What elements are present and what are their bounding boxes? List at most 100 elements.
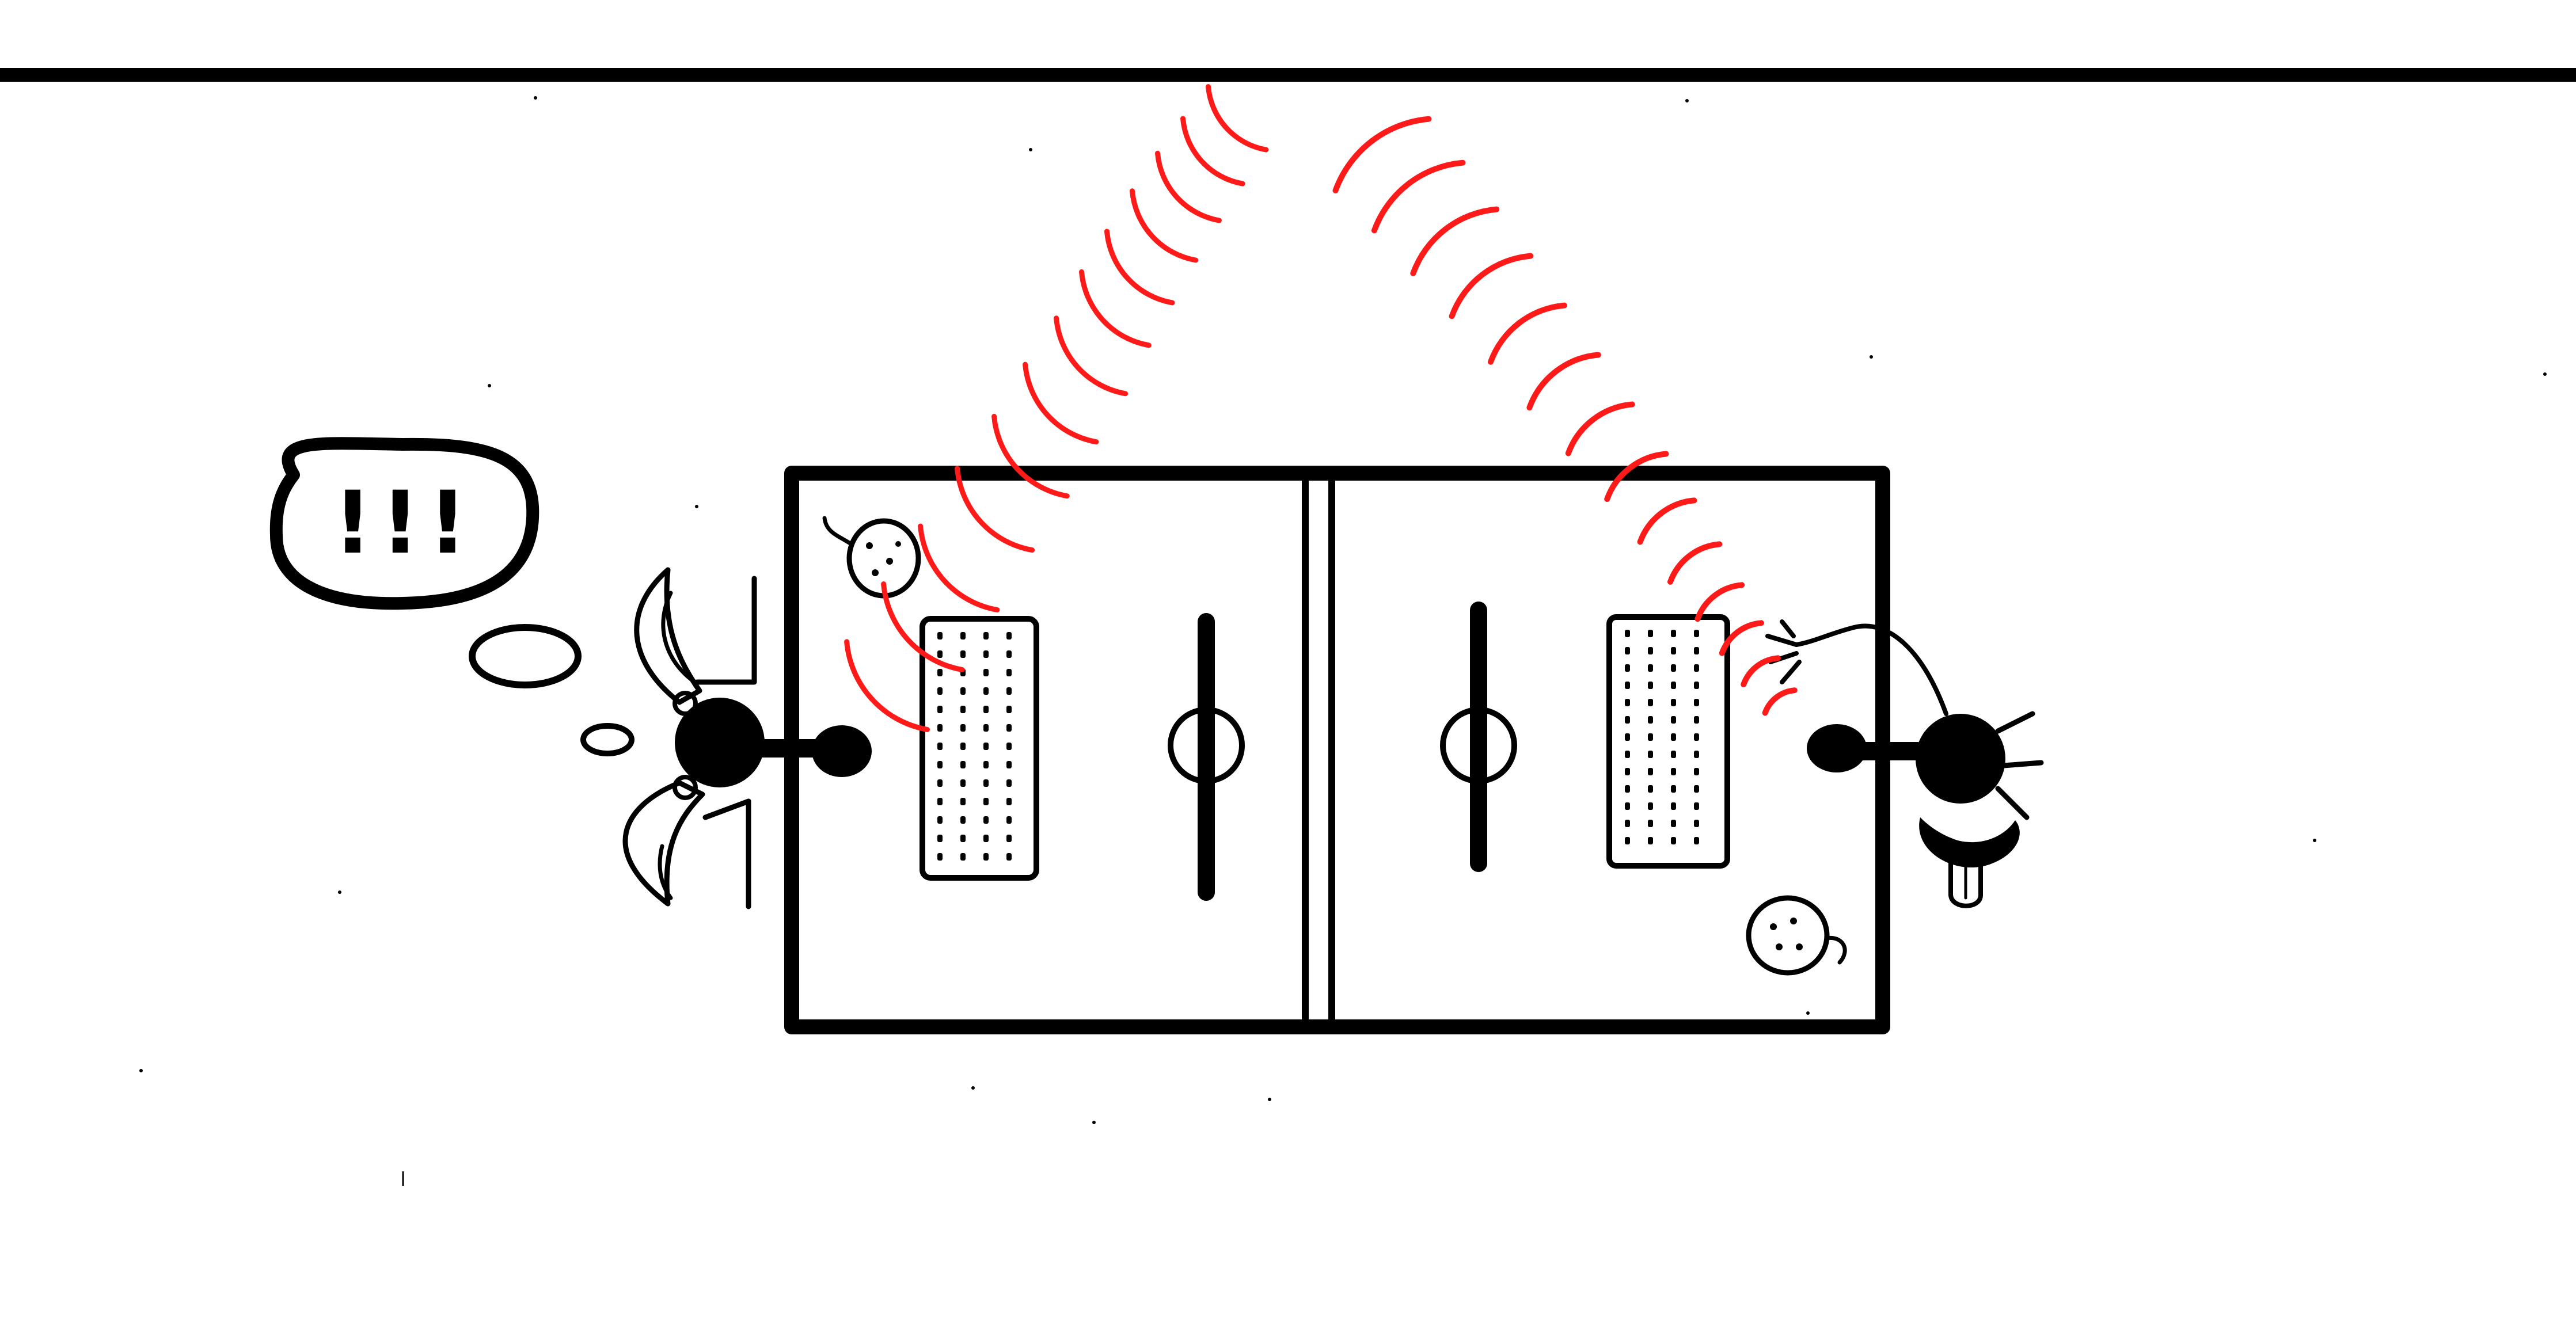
signal-arc-up — [1180, 116, 1245, 186]
right-keyboard-key — [1671, 682, 1676, 689]
left-monitor-icon — [1168, 613, 1245, 901]
left-keyboard-key — [960, 853, 966, 861]
left-keyboard-key — [1006, 779, 1012, 787]
signal-arc-up — [1079, 269, 1152, 348]
right-keyboard-key — [1671, 820, 1676, 827]
right-monitor-icon — [1440, 602, 1517, 872]
right-mouse-icon — [1746, 895, 1847, 976]
right-keyboard-key — [1648, 751, 1653, 758]
left-keyboard-key — [1006, 761, 1012, 768]
left-keyboard-key — [983, 706, 989, 713]
right-keyboard-key — [1625, 647, 1630, 654]
signal-arc-up — [1155, 150, 1222, 223]
right-keyboard-key — [1648, 785, 1653, 793]
left-keyboard-key — [960, 706, 966, 713]
left-keyboard-key — [937, 743, 943, 750]
left-mouse-icon — [822, 516, 921, 599]
right-keyboard-key — [1694, 682, 1699, 689]
right-keyboard-key — [1694, 768, 1699, 775]
right-keyboard-key — [1694, 699, 1699, 706]
right-keyboard-key — [1625, 751, 1630, 758]
left-keyboard-key — [937, 650, 943, 658]
thought-dot-large — [469, 624, 582, 688]
right-keyboard-key — [1625, 699, 1630, 706]
left-workstation — [822, 516, 1245, 901]
right-keyboard-key — [1671, 664, 1676, 672]
desk — [784, 466, 1890, 1034]
left-keyboard-key — [960, 816, 966, 824]
right-keyboard-key — [1694, 630, 1699, 637]
thought-dot-small — [580, 723, 634, 756]
signal-arc-down — [1762, 687, 1798, 716]
left-keyboard-key — [1006, 687, 1012, 695]
signal-arc-up — [1130, 188, 1199, 263]
left-keyboard-key — [983, 835, 989, 842]
signal-arc-up — [1104, 229, 1175, 306]
left-keyboard-key — [937, 816, 943, 824]
right-keyboard-key — [1625, 733, 1630, 741]
left-keyboard-key — [937, 706, 943, 713]
desk-divider — [1302, 469, 1335, 1032]
left-keyboard-keys — [937, 632, 1012, 861]
thought-bubble-text: !!! — [333, 473, 475, 573]
signal-arc-down — [1637, 497, 1697, 545]
left-keyboard-key — [983, 687, 989, 695]
right-keyboard-key — [1648, 837, 1653, 844]
right-keyboard-key — [1648, 664, 1653, 672]
left-keyboard-key — [1006, 853, 1012, 861]
right-keyboard-key — [1671, 768, 1676, 775]
left-keyboard-key — [960, 632, 966, 640]
right-keyboard-key — [1625, 768, 1630, 775]
left-keyboard-key — [983, 743, 989, 750]
thought-bubble: !!! — [269, 437, 634, 756]
right-keyboard-key — [1694, 733, 1699, 741]
left-keyboard-key — [960, 650, 966, 658]
left-keyboard-key — [937, 669, 943, 676]
right-keyboard-key — [1671, 630, 1676, 637]
right-keyboard-key — [1648, 699, 1653, 706]
right-keyboard-key — [1694, 802, 1699, 810]
left-keyboard-key — [1006, 798, 1012, 805]
right-workstation — [1440, 602, 1847, 976]
right-keyboard-key — [1625, 837, 1630, 844]
right-keyboard-key — [1671, 733, 1676, 741]
left-keyboard-key — [1006, 816, 1012, 824]
left-keyboard-key — [983, 632, 989, 640]
right-keyboard-key — [1671, 802, 1676, 810]
left-keyboard-key — [983, 853, 989, 861]
right-person-icon — [1765, 619, 2044, 908]
right-keyboard-key — [1625, 820, 1630, 827]
left-keyboard-key — [960, 835, 966, 842]
right-keyboard-key — [1648, 802, 1653, 810]
signal-arc-up — [1023, 361, 1099, 445]
right-keyboard-key — [1648, 820, 1653, 827]
left-keyboard-key — [983, 798, 989, 805]
right-keyboard-key — [1625, 716, 1630, 724]
signal-arc-down — [1488, 302, 1567, 365]
left-keyboard-key — [937, 853, 943, 861]
left-keyboard-key — [937, 779, 943, 787]
signal-arc-down — [1741, 655, 1781, 688]
right-keyboard-key — [1671, 837, 1676, 844]
signal-arc-up — [844, 639, 930, 732]
left-keyboard-key — [1006, 706, 1012, 713]
right-keyboard-key — [1671, 699, 1676, 706]
right-keyboard-key — [1671, 785, 1676, 793]
left-keyboard-key — [937, 632, 943, 640]
left-keyboard-icon — [920, 616, 1039, 881]
left-keyboard-key — [1006, 743, 1012, 750]
right-keyboard-key — [1625, 802, 1630, 810]
left-keyboard-key — [937, 761, 943, 768]
right-keyboard-key — [1625, 630, 1630, 637]
left-keyboard-key — [960, 761, 966, 768]
left-keyboard-key — [960, 724, 966, 732]
right-keyboard-key — [1648, 630, 1653, 637]
right-keyboard-key — [1671, 751, 1676, 758]
right-keyboard-key — [1694, 837, 1699, 844]
signal-arc-up — [1054, 315, 1129, 397]
paper-speckles — [139, 96, 2547, 1186]
right-keyboard-key — [1648, 716, 1653, 724]
left-keyboard-key — [960, 779, 966, 787]
signal-arc-down — [1371, 159, 1466, 234]
